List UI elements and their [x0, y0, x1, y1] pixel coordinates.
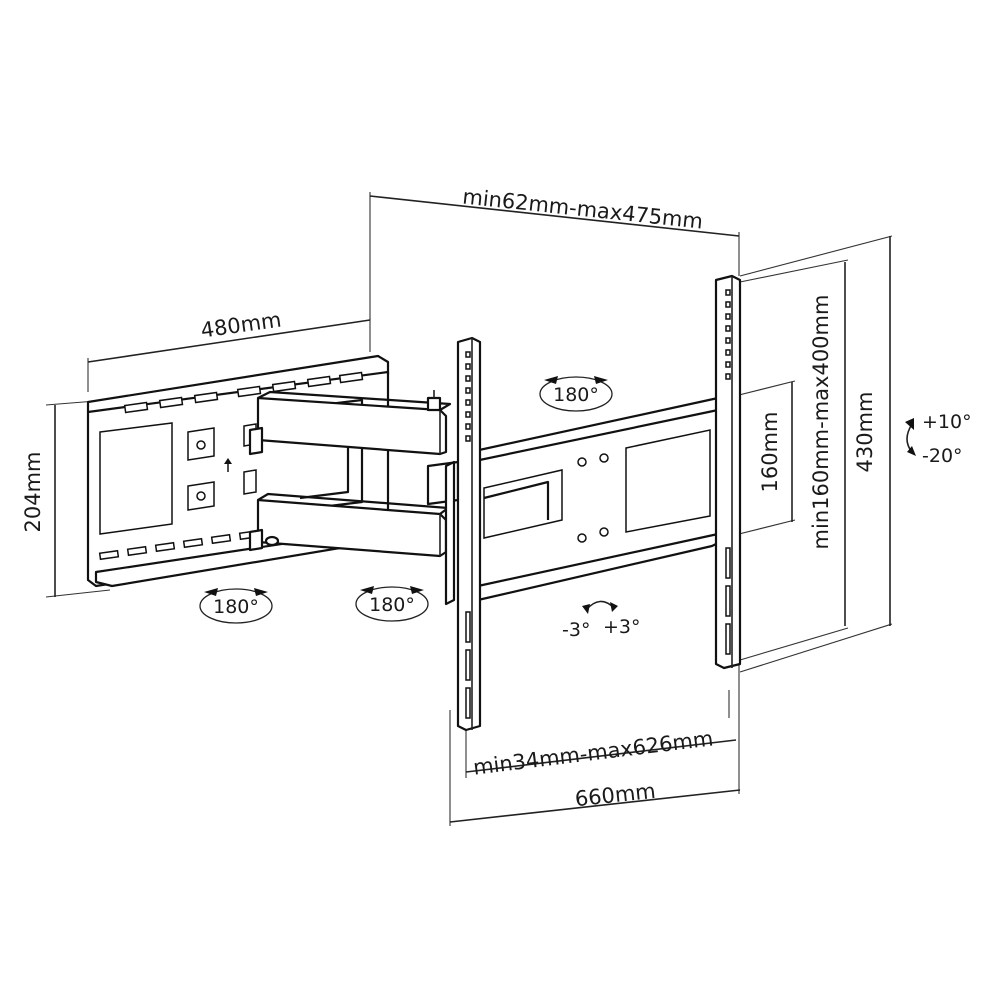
- swivel-head-label: 180°: [553, 384, 599, 406]
- level-indicator: -3° +3°: [562, 600, 641, 641]
- wall-plate-width-label: 480mm: [199, 308, 283, 343]
- right-rail-holes: [725, 289, 731, 655]
- extension-range-label: min62mm-max475mm: [461, 184, 704, 233]
- tilt-up-label: +10°: [922, 411, 972, 433]
- angle-indicators: 180° 180° 180° +10° -20° -: [199, 376, 972, 641]
- swivel-wall-indicator: 180°: [199, 588, 273, 624]
- tilt-indicator: +10° -20°: [905, 411, 972, 467]
- tv-bracket-width-label: 660mm: [574, 779, 657, 811]
- vesa-vertical-inner-label: 160mm: [758, 412, 782, 493]
- swivel-wall-label: 180°: [213, 596, 259, 618]
- swivel-head-indicator: 180°: [539, 376, 613, 412]
- wall-plate-top-slots: [123, 371, 364, 414]
- level-plus-label: +3°: [603, 616, 641, 638]
- wall-plate-height-label: 204mm: [21, 452, 45, 533]
- swivel-arm-indicator: 180°: [355, 586, 429, 622]
- level-minus-label: -3°: [562, 619, 590, 641]
- wall-plate: [86, 354, 390, 588]
- tv-bracket-height-label: 430mm: [853, 392, 877, 473]
- left-rail-holes: [465, 351, 471, 719]
- tilt-down-label: -20°: [922, 445, 963, 467]
- swivel-arm-label: 180°: [369, 594, 415, 616]
- vesa-vertical-range-label: min160mm-max400mm: [809, 295, 833, 550]
- articulating-arms: [248, 390, 460, 606]
- tv-bracket: [456, 274, 742, 732]
- dimension-lines: [45, 192, 893, 826]
- vesa-horizontal-range-label: min34mm-max626mm: [472, 726, 715, 779]
